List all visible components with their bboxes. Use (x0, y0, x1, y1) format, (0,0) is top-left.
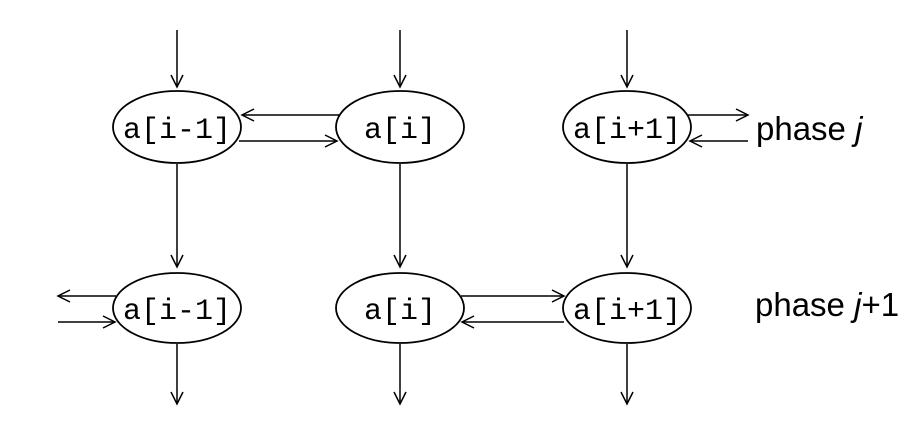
node-label: a[i] (364, 295, 436, 329)
node-label: a[i-1] (123, 114, 231, 148)
node-label: a[i+1] (573, 295, 681, 329)
phase-j1-node-a-i-shape (335, 272, 465, 344)
phase-j1-node-a-i-plus-1-shape (562, 272, 692, 344)
nodes-layer: a[i-1] a[i] a[i+1] a[i-1] a[i] a[i+1] (112, 90, 692, 344)
phase-j-node-a-i-plus-1-shape (562, 90, 692, 164)
phase-j-node-a-i-minus-1-shape (112, 90, 242, 164)
phase-j1-node-a-i-minus-1: a[i-1] (112, 272, 242, 344)
phase-j-node-a-i: a[i] (335, 90, 465, 164)
node-label: a[i] (364, 114, 436, 148)
phase-j-label: phase j (756, 110, 864, 147)
node-label: a[i+1] (573, 114, 681, 148)
phase-j-node-a-i-minus-1: a[i-1] (112, 90, 242, 164)
phase-j1-node-a-i: a[i] (335, 272, 465, 344)
phase-j1-node-a-i-plus-1: a[i+1] (562, 272, 692, 344)
phase-j1-node-a-i-minus-1-shape (112, 272, 242, 344)
arrows-layer (56, 30, 750, 406)
phase-j-node-a-i-shape (335, 90, 465, 164)
phase-j-node-a-i-plus-1: a[i+1] (562, 90, 692, 164)
node-label: a[i-1] (123, 295, 231, 329)
labels-layer: phase j phase j+1 (755, 110, 899, 323)
phase-j-plus-1-label: phase j+1 (755, 286, 899, 323)
